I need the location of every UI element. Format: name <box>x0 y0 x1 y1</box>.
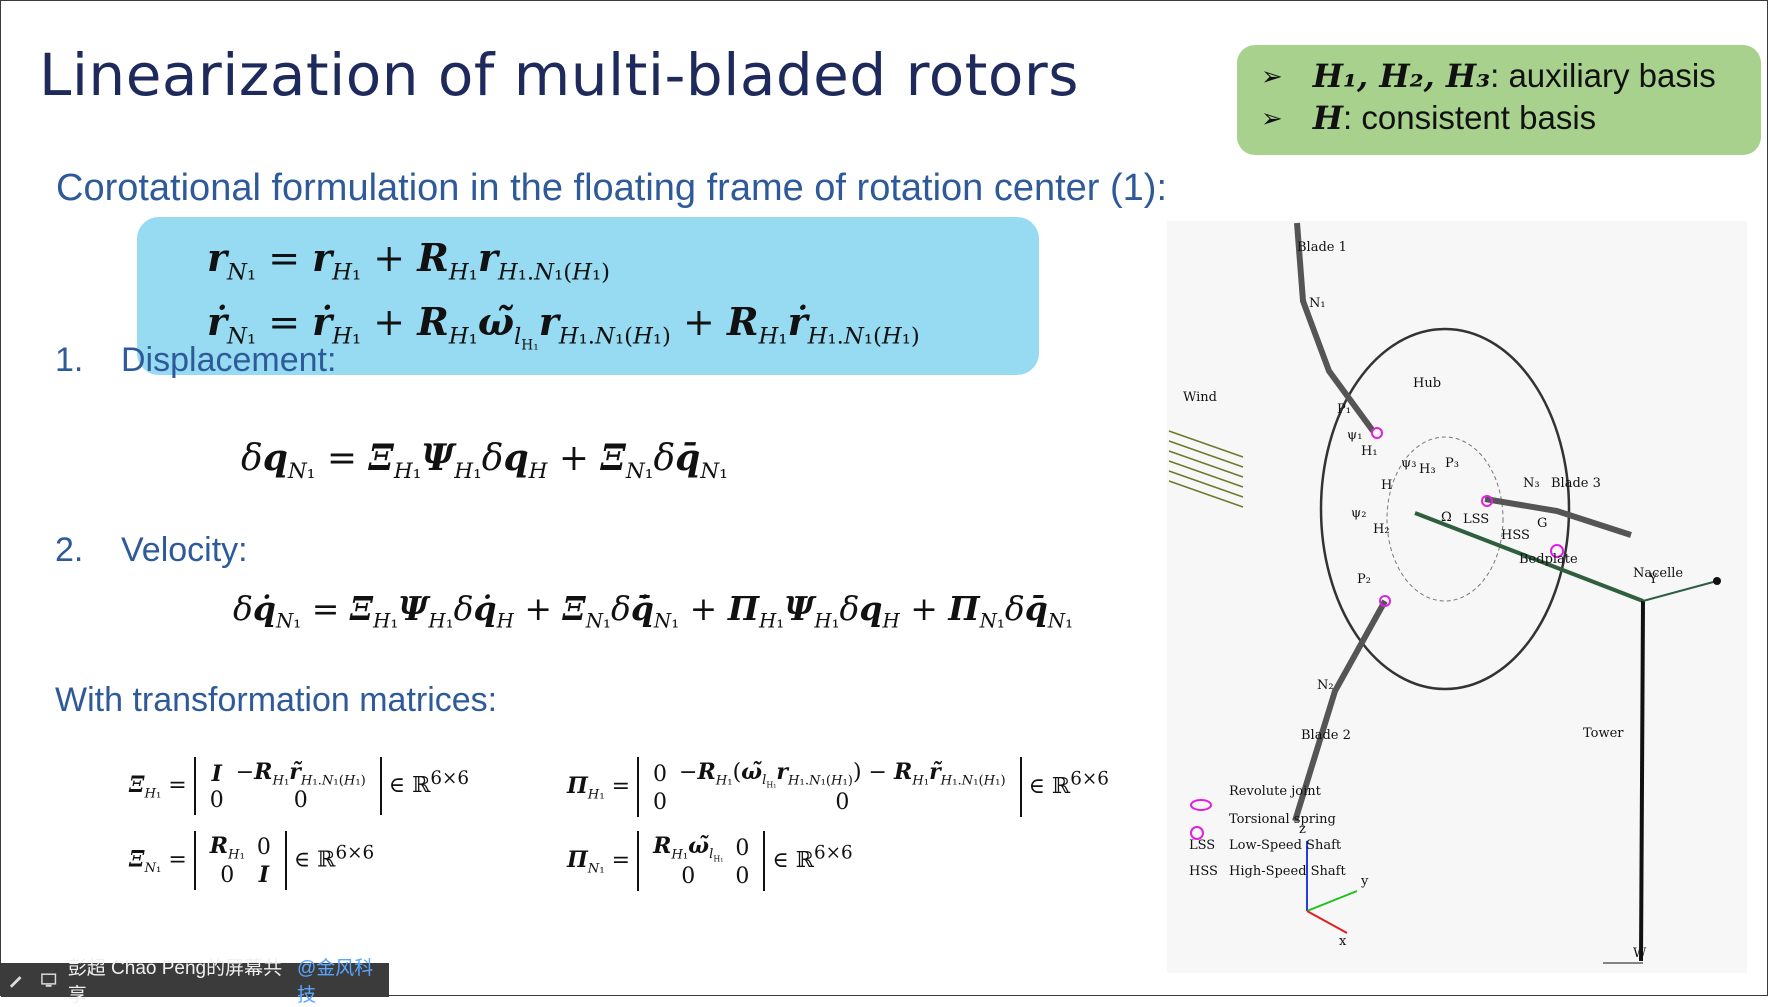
screen-share-icon <box>41 973 57 987</box>
section-displacement: 1.Displacement: <box>55 341 337 379</box>
label-wind: Wind <box>1183 390 1217 405</box>
legend-hss-full: High-Speed Shaft <box>1229 864 1346 879</box>
share-text: 彭超 Chao Peng的屏幕共享 <box>67 958 283 1006</box>
label-psi3: ψ₃ <box>1401 456 1416 471</box>
label-g: G <box>1537 516 1547 531</box>
label-w: W <box>1633 946 1647 961</box>
label-p3: P₃ <box>1445 456 1459 471</box>
label-n1: N₁ <box>1309 296 1326 311</box>
basis-desc: : auxiliary basis <box>1490 57 1716 94</box>
wind-arrows <box>1168 430 1244 508</box>
velocity-equation: δq̇N₁ = ΞH₁ΨH₁δq̇H + ΞN₁δq̄̇N₁ + ΠH₁ΨH₁δ… <box>233 589 1074 633</box>
arrow-bullet-icon: ➢ <box>1261 60 1283 91</box>
section-label: Displacement: <box>121 341 337 379</box>
basis-desc: : consistent basis <box>1343 99 1597 136</box>
revolute-joint-p1 <box>1371 427 1383 439</box>
axis-z-label: z <box>1299 822 1306 837</box>
label-lss: LSS <box>1463 512 1489 527</box>
kinematics-equation-box: rN₁ = rH₁ + RH₁rH₁.N₁(H₁) ṙN₁ = ṙH₁ + RH… <box>137 217 1039 375</box>
axis-y-label: y <box>1360 874 1369 889</box>
share-brand: @金风科技 <box>297 958 374 1006</box>
label-p2: P₂ <box>1357 572 1371 587</box>
blade-2 <box>1292 599 1388 822</box>
label-bedplate: Bedplate <box>1519 552 1578 567</box>
slide-title: Linearization of multi-bladed rotors <box>39 41 1079 109</box>
pen-icon[interactable] <box>7 971 24 989</box>
label-blade-3: Blade 3 <box>1551 476 1601 491</box>
nacelle-node <box>1713 577 1721 585</box>
revolute-joint-p3 <box>1481 495 1493 507</box>
label-psi2: ψ₂ <box>1351 506 1366 521</box>
label-tower: Tower <box>1583 726 1624 741</box>
label-h: H <box>1381 478 1392 493</box>
blade-3 <box>1484 496 1632 538</box>
revolute-joint-p2 <box>1379 595 1391 607</box>
matrices-heading: With transformation matrices: <box>55 681 498 719</box>
pi-h1-matrix-def: ΠH₁ = 0−RH₁(ω̃lH₁rH₁.N₁(H₁)) − RH₁r̃H₁.N… <box>567 757 1109 818</box>
displacement-equation: δqN₁ = ΞH₁ΨH₁δqH + ΞN₁δq̄N₁ <box>241 437 728 485</box>
section-velocity: 2.Velocity: <box>55 531 248 569</box>
label-omega: Ω <box>1441 510 1452 525</box>
basis-note-box: ➢ H₁, H₂, H₃ : auxiliary basis ➢ H : con… <box>1237 45 1761 155</box>
legend-torsional: Torsional spring <box>1229 812 1336 827</box>
label-n2: N₂ <box>1317 678 1334 693</box>
legend-hss-abbr: HSS <box>1189 864 1218 879</box>
hub-inner-circle <box>1386 436 1504 602</box>
wind-turbine-diagram: Blade 1 N₁ Hub Wind P₁ ψ₁ H₁ ψ₃ H₃ P₃ H … <box>1167 221 1747 973</box>
basis-symbols: H₁, H₂, H₃ <box>1312 57 1491 95</box>
legend-revolute: Revolute joint <box>1229 784 1322 799</box>
label-hss: HSS <box>1501 528 1530 543</box>
label-h3: H₃ <box>1419 462 1436 477</box>
basis-note-line-2: ➢ H : consistent basis <box>1261 99 1596 137</box>
label-blade-2: Blade 2 <box>1301 728 1351 743</box>
revolute-joint-legend-icon <box>1190 799 1212 811</box>
label-hub: Hub <box>1413 376 1441 391</box>
blade-1 <box>1294 222 1376 433</box>
label-h2: H₂ <box>1373 522 1390 537</box>
torsional-spring-symbol <box>1550 544 1564 558</box>
legend-lss-abbr: LSS <box>1189 838 1215 853</box>
subtitle: Corotational formulation in the floating… <box>56 167 1168 209</box>
torsional-spring-legend-icon <box>1190 826 1204 840</box>
lss-shaft <box>1414 511 1644 603</box>
axis-x-label: x <box>1339 934 1347 949</box>
turbine-svg: Blade 1 N₁ Hub Wind P₁ ψ₁ H₁ ψ₃ H₃ P₃ H … <box>1168 222 1721 964</box>
section-label: Velocity: <box>121 531 248 569</box>
screen-share-bar[interactable]: 彭超 Chao Peng的屏幕共享 @金风科技 <box>1 958 389 1006</box>
basis-note-line-1: ➢ H₁, H₂, H₃ : auxiliary basis <box>1261 57 1716 95</box>
axes-triad-icon <box>1306 841 1358 934</box>
tower-line <box>1639 600 1645 962</box>
label-y-joint: Y <box>1648 572 1658 587</box>
label-n3: N₃ <box>1523 476 1540 491</box>
nacelle-arm <box>1642 580 1718 602</box>
legend-lss-full: Low-Speed Shaft <box>1229 838 1342 853</box>
position-equation: rN₁ = rH₁ + RH₁rH₁.N₁(H₁) <box>207 235 611 286</box>
label-psi1: ψ₁ <box>1347 428 1362 443</box>
velocity-kinematics-equation: ṙN₁ = ṙH₁ + RH₁ω̃lH₁rH₁.N₁(H₁) + RH₁ṙH₁.… <box>207 299 920 354</box>
basis-symbol: H <box>1312 99 1344 137</box>
hub-ellipse <box>1319 327 1571 691</box>
label-blade-1: Blade 1 <box>1297 240 1347 255</box>
label-h1: H₁ <box>1361 444 1378 459</box>
label-nacelle: Nacelle <box>1633 566 1683 581</box>
label-p1: P₁ <box>1337 402 1351 417</box>
arrow-bullet-icon: ➢ <box>1261 102 1283 133</box>
